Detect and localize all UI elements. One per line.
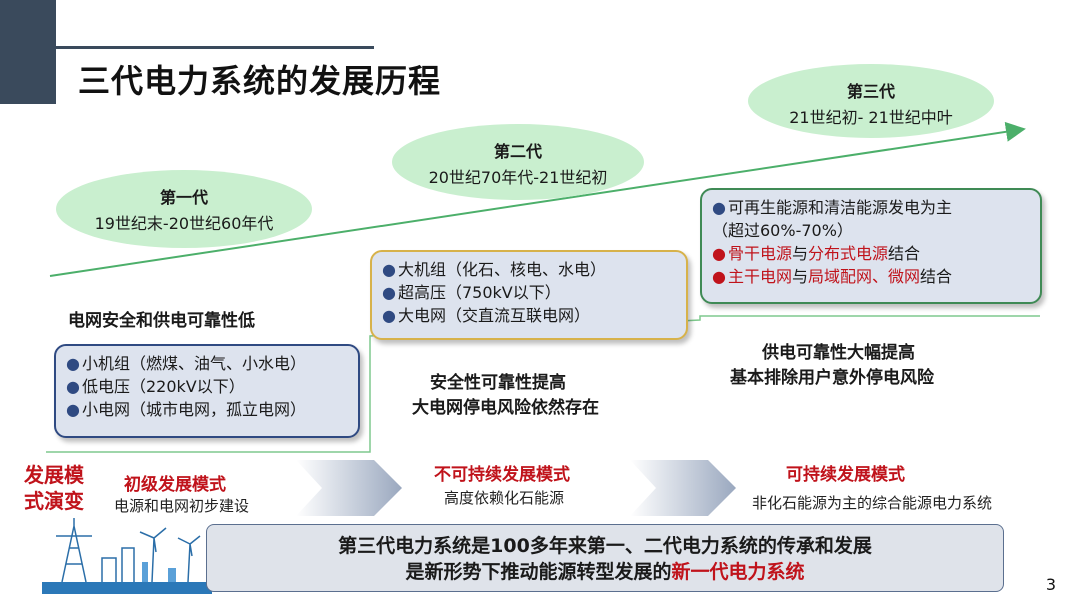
chevron-right-icon <box>630 460 736 516</box>
gen2-ellipse: 第二代 20世纪70年代-21世纪初 <box>392 124 644 200</box>
bullet-icon: ● <box>382 306 396 325</box>
title-rule <box>56 46 374 49</box>
gen3-note-2: 基本排除用户意外停电风险 <box>730 368 934 388</box>
power-tower-icon <box>42 518 212 594</box>
gen1-panel: ●小机组（燃煤、油气、小水电） ●低电压（220kV以下） ●小电网（城市电网，… <box>54 344 360 438</box>
timeline-arrow <box>49 121 1026 277</box>
page-title: 三代电力系统的发展历程 <box>78 62 442 100</box>
bullet-icon: ● <box>382 260 396 279</box>
gen1-name: 第一代 <box>159 188 208 207</box>
bullet-icon: ● <box>712 198 726 217</box>
mode1-sub: 电源和电网初步建设 <box>114 497 250 515</box>
mode-label: 发展模 式演变 <box>24 463 84 513</box>
bullet-icon: ● <box>382 283 396 302</box>
list-item: ●主干电网与局域配网、微网结合 <box>712 267 953 286</box>
list-item: ●超高压（750kV以下） <box>382 283 561 302</box>
bullet-icon: ● <box>712 267 726 286</box>
summary-line-2: 是新形势下推动能源转型发展的新一代电力系统 <box>405 561 805 583</box>
list-item: （超过60%-70%） <box>712 221 853 240</box>
mode3-sub: 非化石能源为主的综合能源电力系统 <box>752 494 993 512</box>
mode2-sub: 高度依赖化石能源 <box>444 489 565 507</box>
gen3-name: 第三代 <box>846 82 895 101</box>
bullet-icon: ● <box>66 400 80 419</box>
mode3-title: 可持续发展模式 <box>786 465 905 485</box>
mode1-title: 初级发展模式 <box>124 475 226 495</box>
gen1-heading: 电网安全和供电可靠性低 <box>68 311 255 331</box>
gen1-period: 19世纪末-20世纪60年代 <box>94 214 274 233</box>
gen3-ellipse: 第三代 21世纪初- 21世纪中叶 <box>748 64 994 138</box>
bullet-icon: ● <box>66 377 80 396</box>
gen2-note-2: 大电网停电风险依然存在 <box>412 398 599 418</box>
mode2-title: 不可持续发展模式 <box>434 465 570 485</box>
gen2-note-1: 安全性可靠性提高 <box>430 373 566 393</box>
list-item: ●大机组（化石、核电、水电） <box>382 260 606 279</box>
summary-box: 第三代电力系统是100多年来第一、二代电力系统的传承和发展 是新形势下推动能源转… <box>206 524 1004 592</box>
gen2-period: 20世纪70年代-21世纪初 <box>428 168 608 187</box>
page-number: 3 <box>1045 575 1056 594</box>
list-item: ●低电压（220kV以下） <box>66 377 245 396</box>
chevron-right-icon <box>296 460 402 516</box>
list-item: ●小机组（燃煤、油气、小水电） <box>66 354 306 373</box>
gen1-ellipse: 第一代 19世纪末-20世纪60年代 <box>56 170 312 248</box>
summary-line-1: 第三代电力系统是100多年来第一、二代电力系统的传承和发展 <box>338 535 872 557</box>
gen3-note-1: 供电可靠性大幅提高 <box>762 343 915 363</box>
gen2-name: 第二代 <box>493 142 542 161</box>
list-item: ●骨干电源与分布式电源结合 <box>712 244 921 263</box>
corner-block <box>0 0 56 104</box>
list-item: ●大电网（交直流互联电网） <box>382 306 590 325</box>
bullet-icon: ● <box>712 244 726 263</box>
gen3-panel: ●可再生能源和清洁能源发电为主 （超过60%-70%） ●骨干电源与分布式电源结… <box>700 188 1042 304</box>
list-item: ●可再生能源和清洁能源发电为主 <box>712 198 952 217</box>
gen3-period: 21世纪初- 21世纪中叶 <box>789 108 953 127</box>
gen2-panel: ●大机组（化石、核电、水电） ●超高压（750kV以下） ●大电网（交直流互联电… <box>370 250 688 340</box>
bullet-icon: ● <box>66 354 80 373</box>
list-item: ●小电网（城市电网，孤立电网） <box>66 400 306 419</box>
